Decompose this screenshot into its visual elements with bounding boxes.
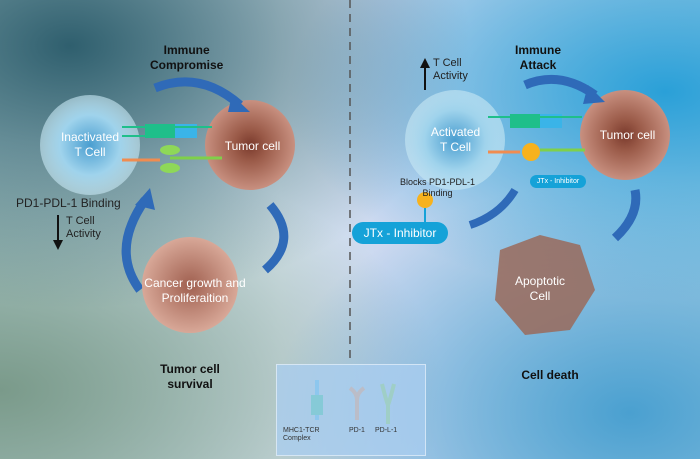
activated-t-cell (405, 90, 505, 190)
inhibitor-badge: JTx - Inhibitor (352, 222, 448, 244)
cancer-growth-label: Cancer growth and Proliferaition (144, 276, 246, 305)
t-cell-activity-up: T Cell Activity (433, 57, 468, 82)
binding-label: PD1-PDL-1 Binding (16, 196, 121, 210)
legend: MHC1-TCR Complex PD-1 PD-L-1 (276, 364, 426, 456)
inactivated-t-cell-label: Inactivated T Cell (60, 130, 120, 159)
inhibitor-molecule (417, 192, 433, 208)
cell-death-label: Cell death (521, 368, 579, 382)
immune-attack-title: Immune Attack (515, 43, 562, 72)
immune-compromise-title: Immune Compromise (150, 43, 224, 72)
activated-t-cell-label: Activated T Cell (430, 125, 481, 154)
cancer-cell-cluster (142, 237, 238, 333)
t-cell-activity-down: T Cell Activity (66, 215, 101, 240)
arrow-icon (153, 77, 243, 109)
tumor-cell-left (205, 100, 295, 190)
legend-pd1: PD-1 (349, 427, 365, 434)
apoptotic-cell (495, 235, 595, 335)
legend-pdl1: PD-L-1 (375, 427, 398, 434)
left-side (40, 77, 295, 333)
tumor-survival-label: Tumor cell survival (160, 362, 220, 391)
right-side (405, 58, 670, 335)
apoptotic-cell-label: Apoptotic Cell (514, 274, 566, 303)
inhibitor-small-badge: JTx - Inhibitor (530, 175, 586, 188)
tumor-cell-right-label: Tumor cell (599, 128, 656, 142)
blocks-binding-label: Blocks PD1-PDL-1 Binding (400, 177, 476, 198)
arrow-icon (121, 197, 149, 293)
inactivated-t-cell (40, 95, 140, 195)
arrow-icon (261, 202, 289, 274)
tumor-cell-label: Tumor cell (224, 139, 281, 153)
tumor-cell-right (580, 90, 670, 180)
inhibitor-molecule (522, 143, 540, 161)
legend-mhc1-tcr: MHC1-TCR Complex (283, 427, 320, 442)
